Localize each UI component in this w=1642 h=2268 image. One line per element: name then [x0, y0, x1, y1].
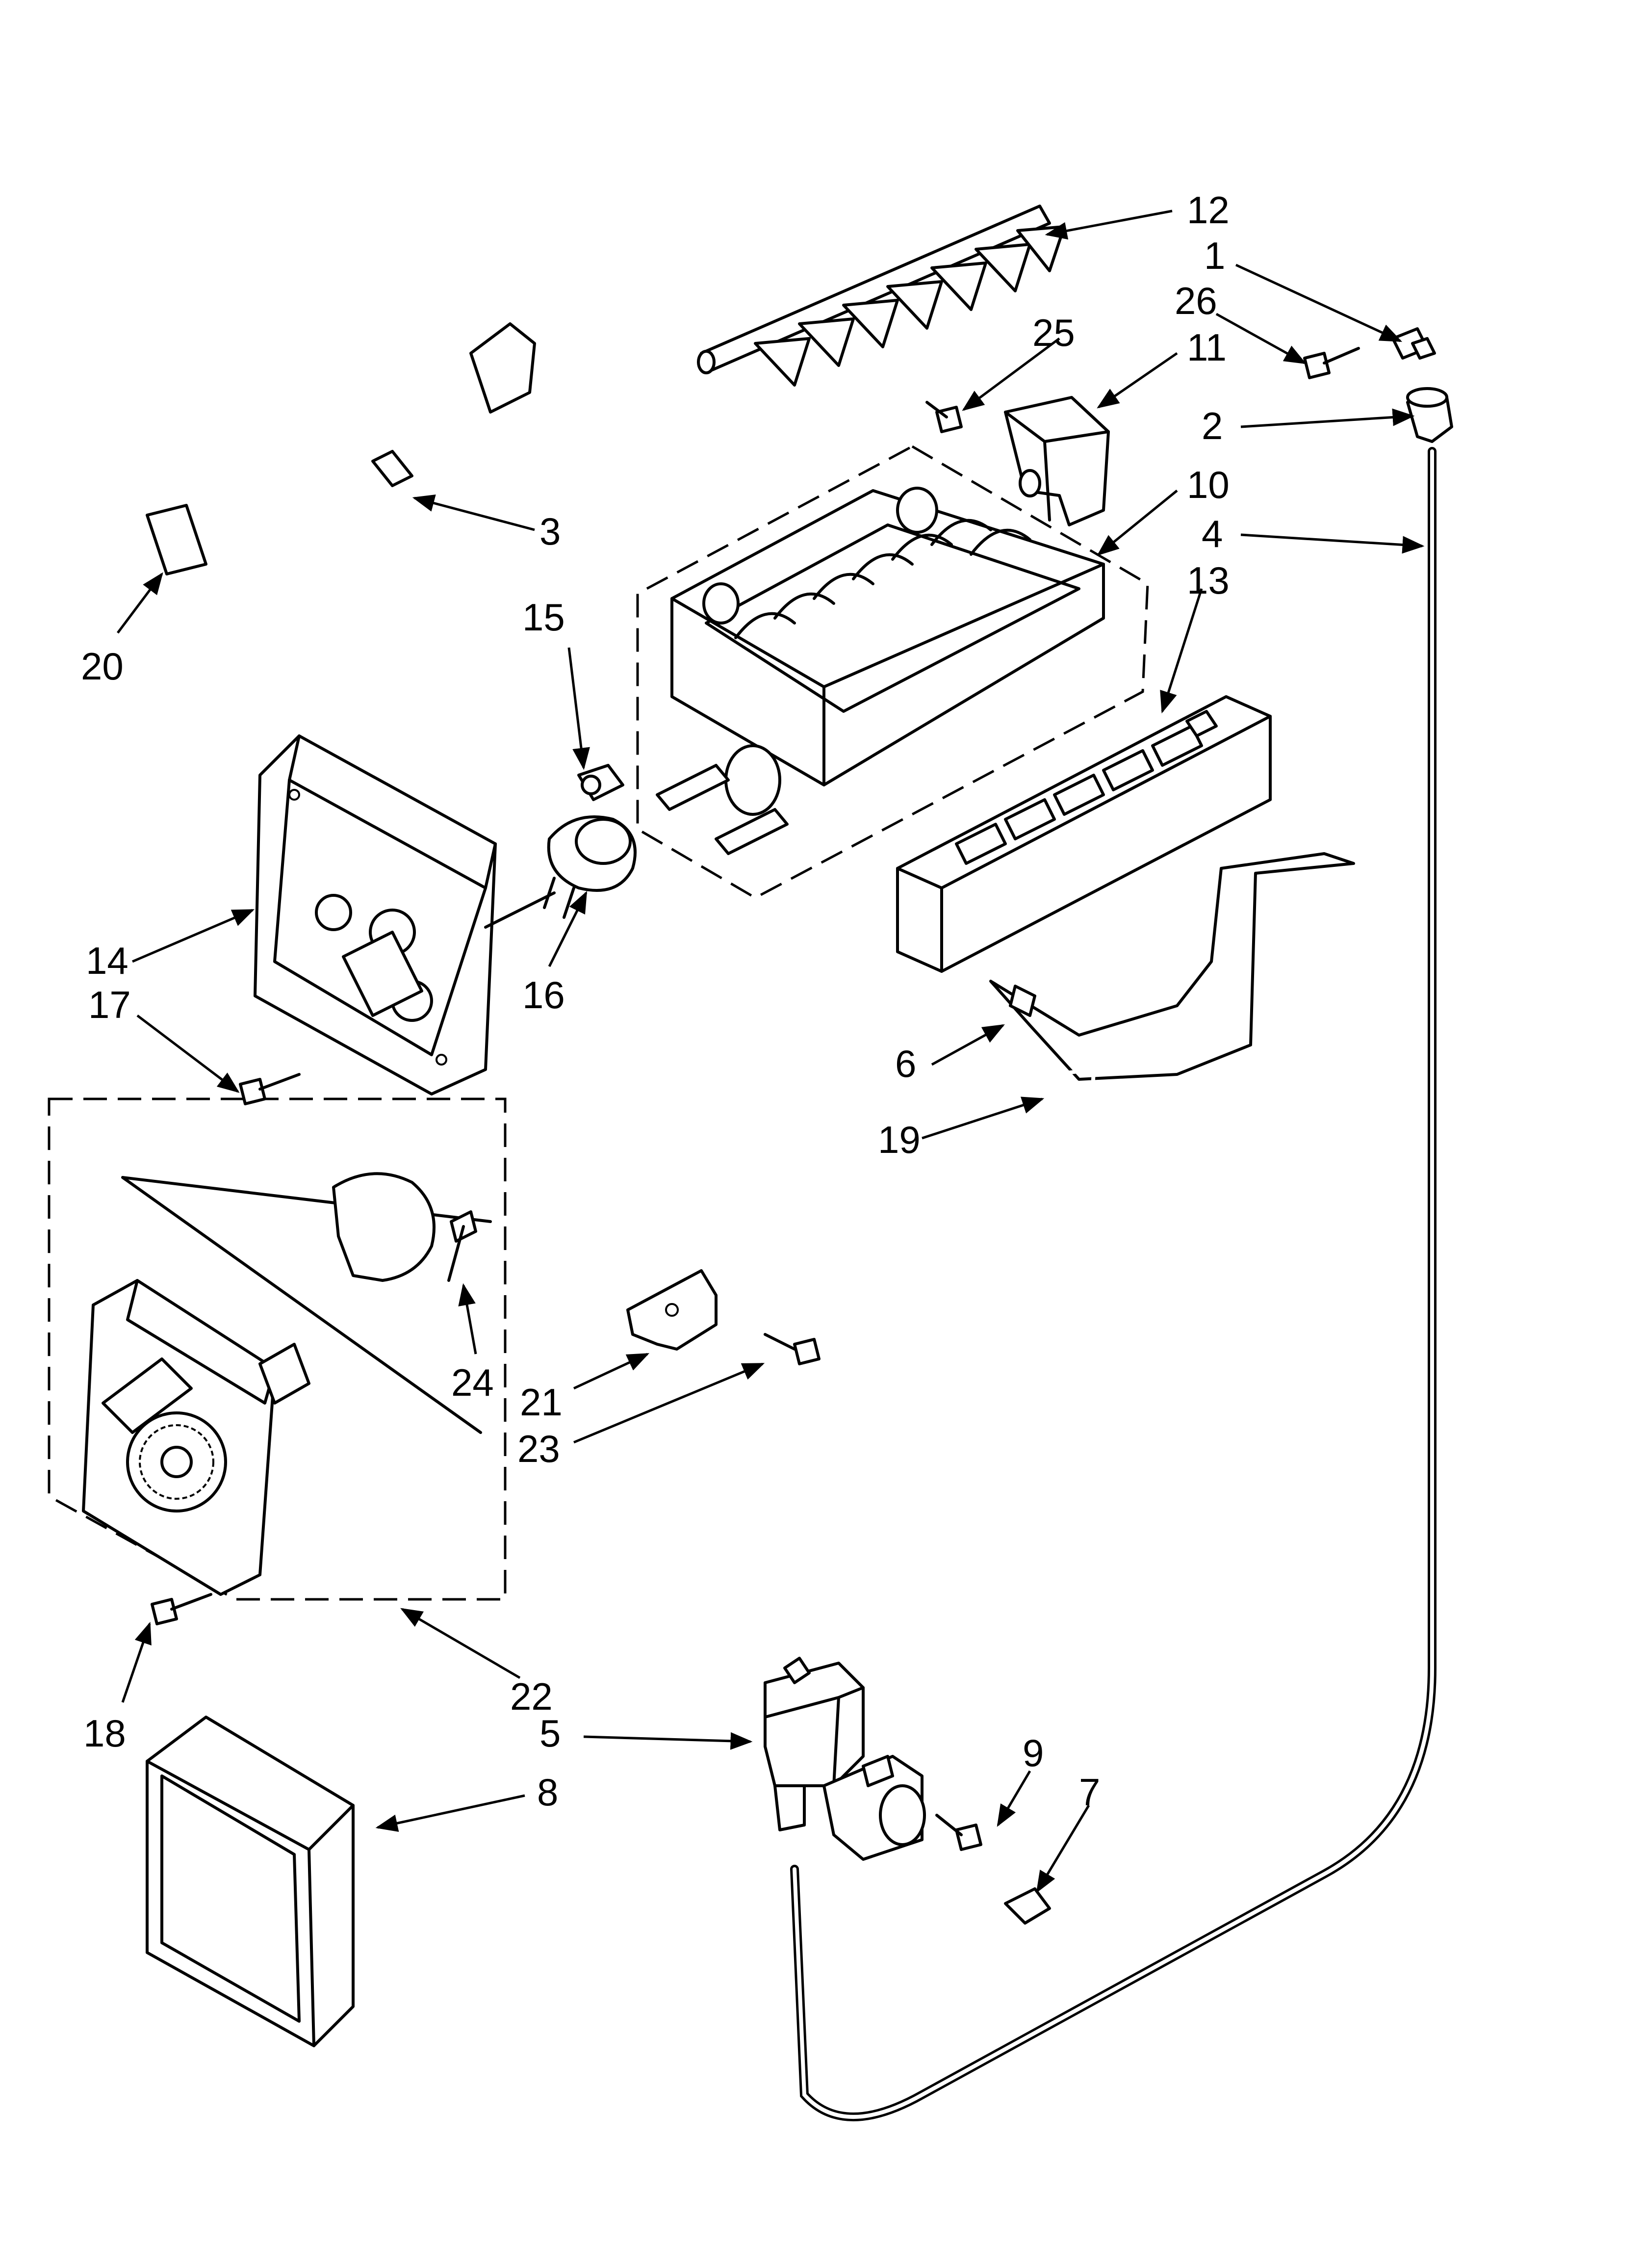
callout-3: 3 [539, 510, 561, 553]
callout-11: 11 [1187, 326, 1227, 369]
callout-19: 19 [878, 1118, 921, 1161]
callout-12: 12 [1187, 188, 1230, 232]
callout-24: 24 [451, 1361, 494, 1404]
front-cover [146, 1716, 355, 2047]
callout-16: 16 [522, 973, 565, 1017]
callout-26: 26 [1175, 279, 1217, 322]
callout-14: 14 [86, 939, 128, 982]
bail-wire [1052, 895, 1415, 1234]
tube-clamp [1391, 327, 1436, 360]
callout-4: 4 [1202, 512, 1223, 555]
screw-26 [1303, 347, 1360, 379]
callout-9: 9 [1023, 1731, 1044, 1774]
callout-numbers: 12 1 26 25 11 2 10 4 3 13 15 20 14 16 17… [81, 188, 1230, 1814]
ice-mold-assembly [636, 445, 1149, 899]
control-housing [254, 734, 497, 1095]
thermostat [543, 815, 637, 919]
callout-8: 8 [537, 1771, 558, 1814]
screw-24 [447, 1210, 477, 1282]
callout-25: 25 [1032, 311, 1075, 354]
callout-13: 13 [1187, 559, 1230, 602]
callout-17: 17 [88, 983, 131, 1026]
callout-21: 21 [520, 1381, 563, 1424]
motor-module-assembly [48, 1097, 507, 1601]
clip-7 [1004, 1887, 1051, 1925]
screw-18 [151, 1593, 212, 1625]
callout-1: 1 [1204, 234, 1225, 277]
water-tube [790, 447, 1437, 2121]
ejector-blade-rod [697, 205, 1066, 387]
callout-10: 10 [1187, 463, 1230, 506]
screw-23 [764, 1333, 821, 1365]
callout-20: 20 [81, 645, 124, 688]
tube-fitting [1406, 387, 1453, 443]
callout-5: 5 [539, 1712, 561, 1755]
wire-harness [146, 322, 536, 575]
callout-22: 22 [510, 1675, 553, 1718]
callout-6: 6 [895, 1042, 916, 1085]
shut-off-arm [989, 852, 1355, 1081]
water-valve [764, 1657, 926, 1861]
stripper [896, 695, 1272, 973]
screw-9 [935, 1814, 982, 1851]
cover-21 [626, 1269, 718, 1351]
callout-15: 15 [522, 596, 565, 639]
leader-lines [117, 209, 1425, 1893]
thermostat-clip [577, 764, 624, 801]
screw-17 [239, 1073, 301, 1105]
callout-23: 23 [517, 1427, 560, 1470]
callout-18: 18 [83, 1712, 126, 1755]
screw-25 [925, 401, 963, 433]
callout-7: 7 [1079, 1771, 1100, 1814]
callout-2: 2 [1202, 404, 1223, 447]
fill-cup [1004, 396, 1110, 526]
connector-line [484, 891, 556, 929]
